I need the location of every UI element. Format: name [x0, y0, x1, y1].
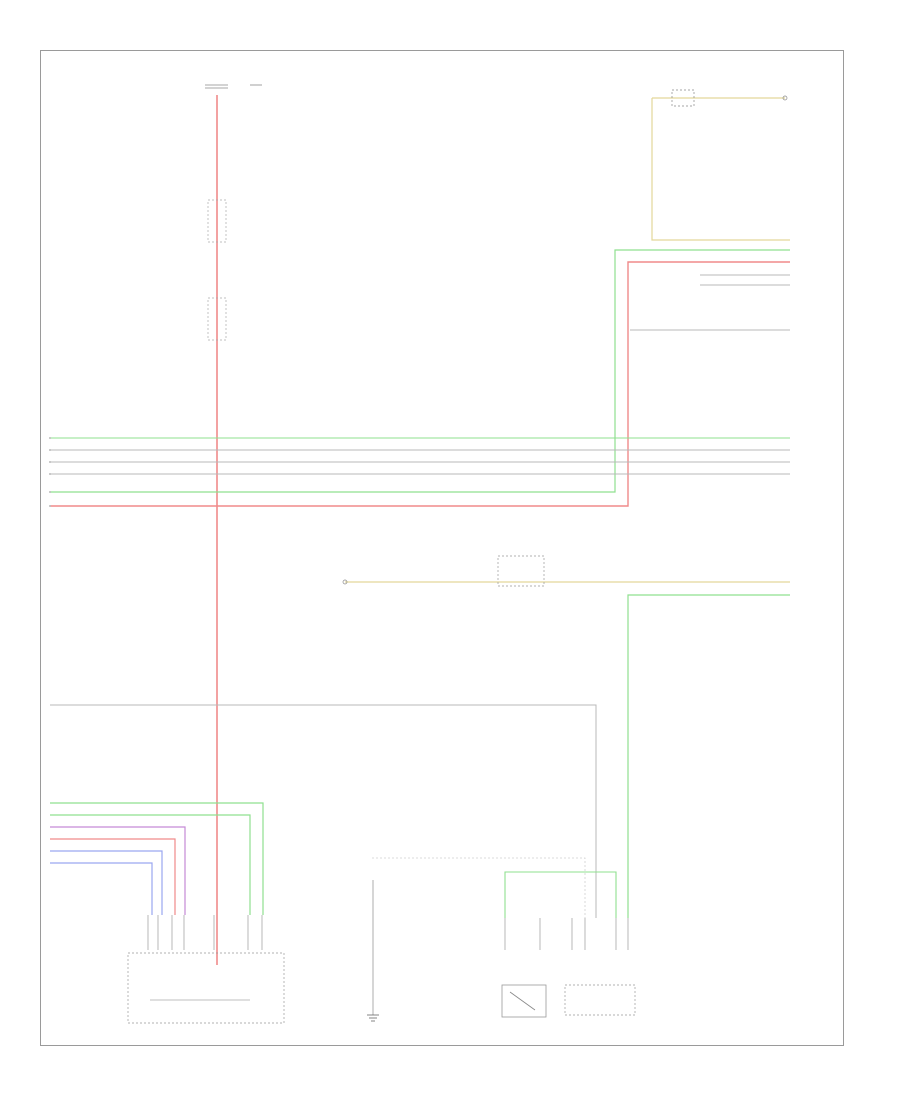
- gray-bottom-wire-2: [372, 857, 586, 918]
- bottom-left-switch-box: [127, 952, 285, 1024]
- bl-wire-red: [50, 838, 176, 915]
- mid-green-wire: [627, 594, 790, 918]
- relay-switch-contact: [509, 991, 536, 1011]
- mid-switch-box: [497, 555, 545, 587]
- top-right-component: [671, 89, 788, 107]
- red-right-wire: [50, 261, 790, 507]
- bl-wire-blue-2: [50, 862, 153, 915]
- bottom-relay-box: [501, 984, 547, 1018]
- left-terminals: [49, 437, 51, 507]
- fuse-box-1: [207, 199, 227, 243]
- bottom-right-module: [564, 984, 636, 1016]
- top-fuse-symbol: [205, 84, 262, 89]
- yellow-top-wire: [651, 98, 790, 241]
- bl-wire-purple: [50, 826, 186, 915]
- bl-wire-blue-1: [50, 850, 163, 915]
- relay-green-wire: [504, 871, 617, 918]
- bl-wire-green-1: [50, 802, 264, 915]
- fuse-box-2: [207, 297, 227, 341]
- green-right-wire-1: [50, 249, 790, 493]
- ground-symbol: [367, 1014, 379, 1022]
- mid-left-sensor: [342, 579, 348, 585]
- diagram-frame: [40, 50, 844, 1046]
- bl-wire-green-2: [50, 814, 251, 915]
- gray-bottom-wire: [50, 704, 597, 918]
- connector-pins: [147, 915, 629, 950]
